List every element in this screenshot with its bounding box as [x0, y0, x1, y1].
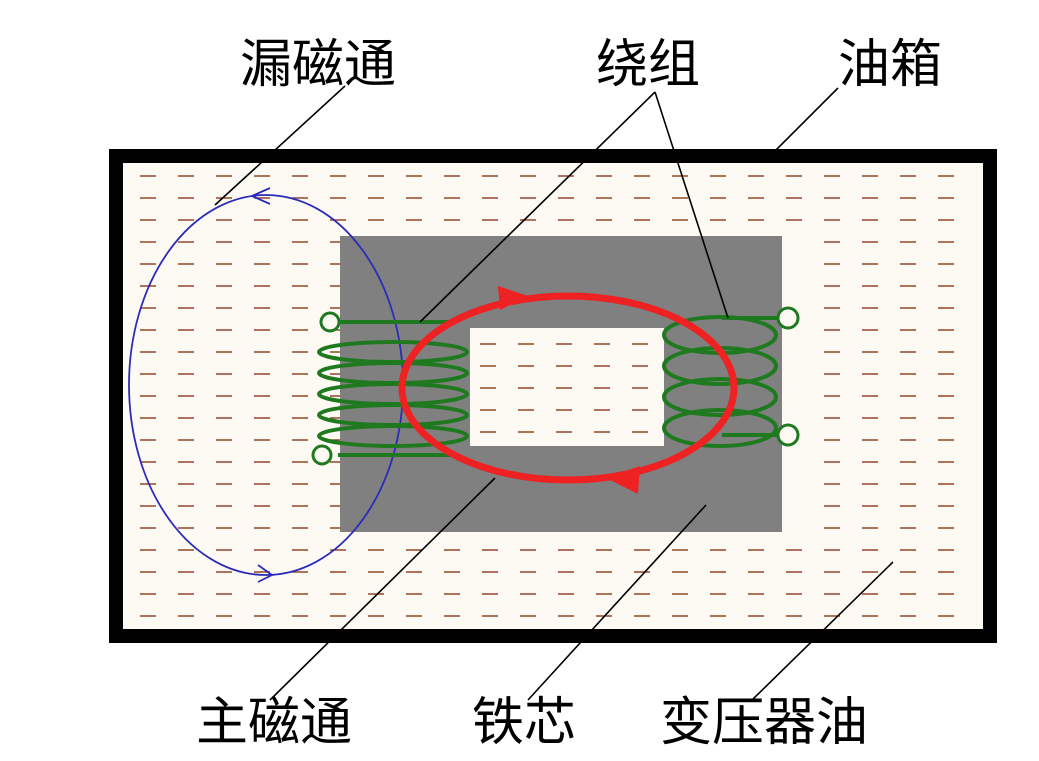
leader-winding-left	[419, 91, 656, 323]
label-transformer-oil: 变压器油	[660, 693, 868, 753]
terminal-icon	[776, 306, 800, 330]
winding-turn	[317, 424, 469, 448]
transformer-oil-dashes	[140, 175, 954, 617]
arrowhead-icon	[498, 286, 528, 310]
leader-oil-tank	[769, 87, 839, 157]
leader-iron-core	[527, 504, 707, 701]
main-flux-loop	[398, 286, 738, 494]
chevron-icon	[257, 564, 274, 583]
terminal-icon	[311, 444, 333, 466]
terminal-icon	[319, 311, 341, 333]
leader-winding-right	[654, 91, 729, 319]
terminal-icon	[776, 423, 800, 447]
core-window-oil	[480, 343, 648, 433]
label-iron-core: 铁芯	[472, 693, 576, 753]
winding-turn	[662, 408, 778, 448]
winding-turn	[662, 377, 778, 417]
leader-main-flux	[269, 477, 496, 701]
leader-lines	[214, 85, 894, 701]
left-winding	[311, 311, 469, 466]
arrowhead-icon	[606, 466, 640, 494]
label-main-flux: 主磁通	[196, 693, 352, 753]
label-leakage-flux: 漏磁通	[240, 35, 396, 95]
oil-tank	[109, 149, 997, 643]
label-winding: 绕组	[596, 35, 700, 95]
leader-leakage-flux	[214, 85, 346, 206]
label-oil-tank: 油箱	[838, 35, 942, 95]
chevron-icon	[249, 187, 271, 205]
leader-transformer-oil	[751, 561, 894, 701]
